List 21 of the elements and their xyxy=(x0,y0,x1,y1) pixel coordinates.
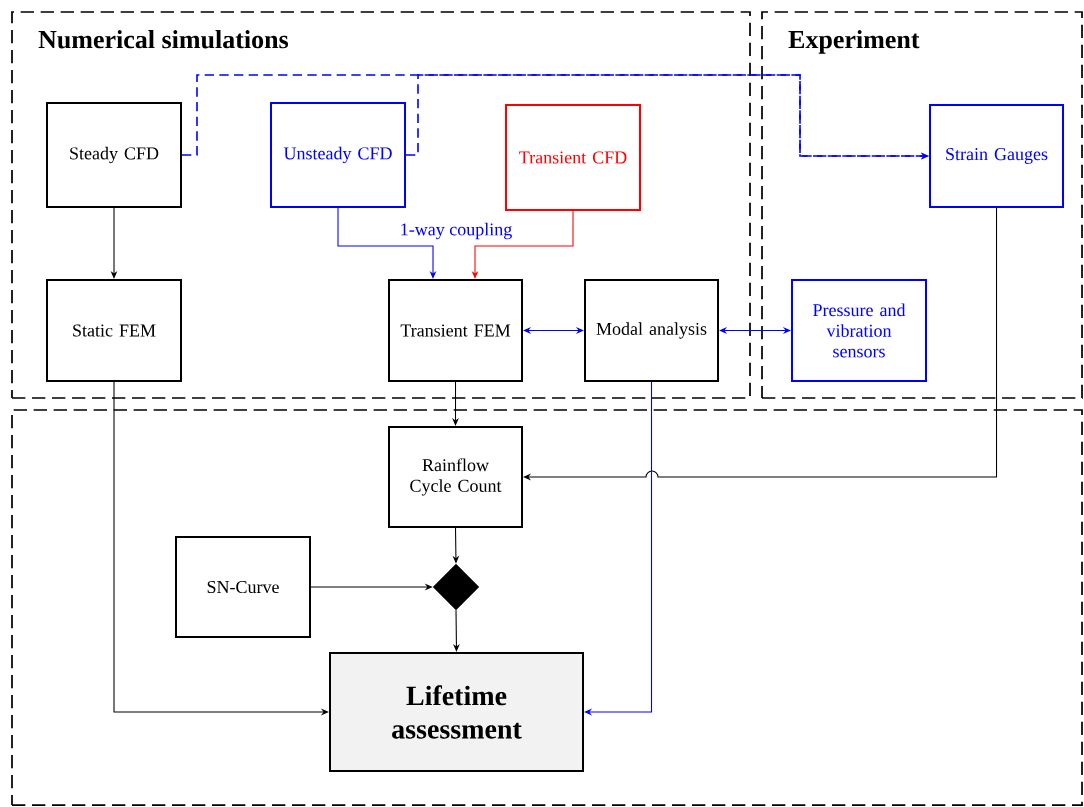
arrow xyxy=(523,327,584,334)
process-box: Static FEM xyxy=(46,279,182,382)
arrow xyxy=(523,207,998,481)
arrow xyxy=(452,381,459,426)
process-box: Steady CFD xyxy=(46,102,182,208)
process-box: Transient CFD xyxy=(505,104,641,211)
sensor-box: Pressure and vibration sensors xyxy=(791,279,927,382)
process-box: Unsteady CFD xyxy=(270,102,406,208)
sensor-box: Strain Gauges xyxy=(929,104,1064,208)
arrow xyxy=(584,381,653,716)
decision-diamond xyxy=(432,563,480,611)
process-box: Modal analysis xyxy=(584,279,719,382)
arrow xyxy=(337,207,437,279)
process-box: SN-Curve xyxy=(175,536,311,638)
panel xyxy=(11,409,1083,806)
arrow xyxy=(453,609,460,652)
process-box: Rainflow Cycle Count xyxy=(388,426,523,528)
edge-label: 1-way coupling xyxy=(398,221,514,241)
process-box: Transient FEM xyxy=(388,279,523,382)
result-box: Lifetime assessment xyxy=(329,652,584,772)
arrow xyxy=(719,327,791,334)
